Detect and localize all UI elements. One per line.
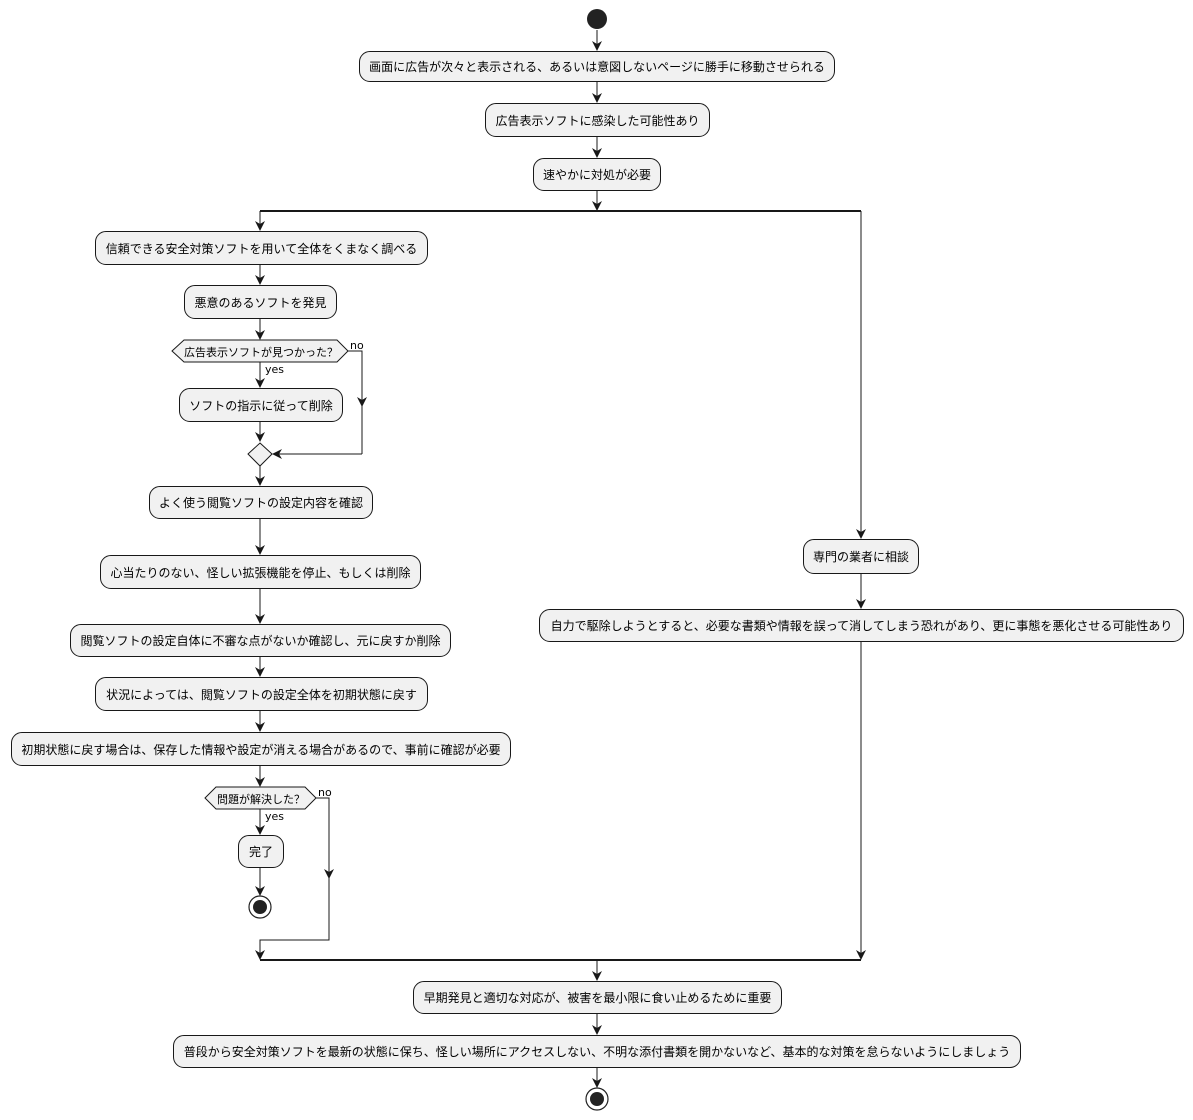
decision-node bbox=[171, 339, 349, 363]
activity-node: 画面に広告が次々と表示される、あるいは意図しないページに勝手に移動させられる bbox=[359, 51, 835, 82]
yes-label: yes bbox=[265, 810, 285, 823]
start-node bbox=[587, 9, 607, 29]
edge bbox=[316, 797, 330, 880]
activity-node: 普段から安全対策ソフトを最新の状態に保ち、怪しい場所にアクセスしない、不明な添付… bbox=[173, 1035, 1021, 1068]
activity-node: 専門の業者に相談 bbox=[803, 539, 919, 574]
activity-node: 完了 bbox=[238, 835, 284, 868]
end-node-inner bbox=[253, 900, 267, 914]
end-node bbox=[248, 895, 272, 919]
decision-label: 問題が解決した？ bbox=[217, 793, 305, 806]
activity-node: 悪意のあるソフトを発見 bbox=[184, 285, 337, 319]
yes-label: yes bbox=[265, 363, 285, 376]
edge bbox=[259, 878, 330, 958]
activity-node: 早期発見と適切な対応が、被害を最小限に食い止めるために重要 bbox=[413, 981, 782, 1014]
end-node-inner bbox=[590, 1092, 604, 1106]
activity-node: ソフトの指示に従って削除 bbox=[179, 388, 343, 422]
decision-node bbox=[204, 786, 317, 810]
activity-node: よく使う閲覧ソフトの設定内容を確認 bbox=[149, 486, 373, 519]
activity-node: 速やかに対処が必要 bbox=[533, 158, 661, 191]
end-node bbox=[585, 1087, 609, 1111]
decision-label: 広告表示ソフトが見つかった？ bbox=[184, 346, 338, 359]
activity-node: 心当たりのない、怪しい拡張機能を停止、もしくは削除 bbox=[100, 555, 421, 589]
no-label: no bbox=[350, 339, 364, 352]
activity-node: 閲覧ソフトの設定自体に不審な点がないか確認し、元に戻すか削除 bbox=[70, 624, 451, 657]
activity-node: 信頼できる安全対策ソフトを用いて全体をくまなく調べる bbox=[95, 231, 428, 265]
no-label: no bbox=[318, 786, 332, 799]
activity-node: 初期状態に戻す場合は、保存した情報や設定が消える場合があるので、事前に確認が必要 bbox=[11, 732, 511, 766]
activity-node: 広告表示ソフトに感染した可能性あり bbox=[485, 103, 710, 137]
merge-node bbox=[247, 442, 273, 467]
activity-node: 状況によっては、閲覧ソフトの設定全体を初期状態に戻す bbox=[95, 677, 428, 711]
activity-node: 自力で駆除しようとすると、必要な書類や情報を誤って消してしまう恐れがあり、更に事… bbox=[539, 609, 1184, 642]
edge bbox=[348, 350, 363, 407]
